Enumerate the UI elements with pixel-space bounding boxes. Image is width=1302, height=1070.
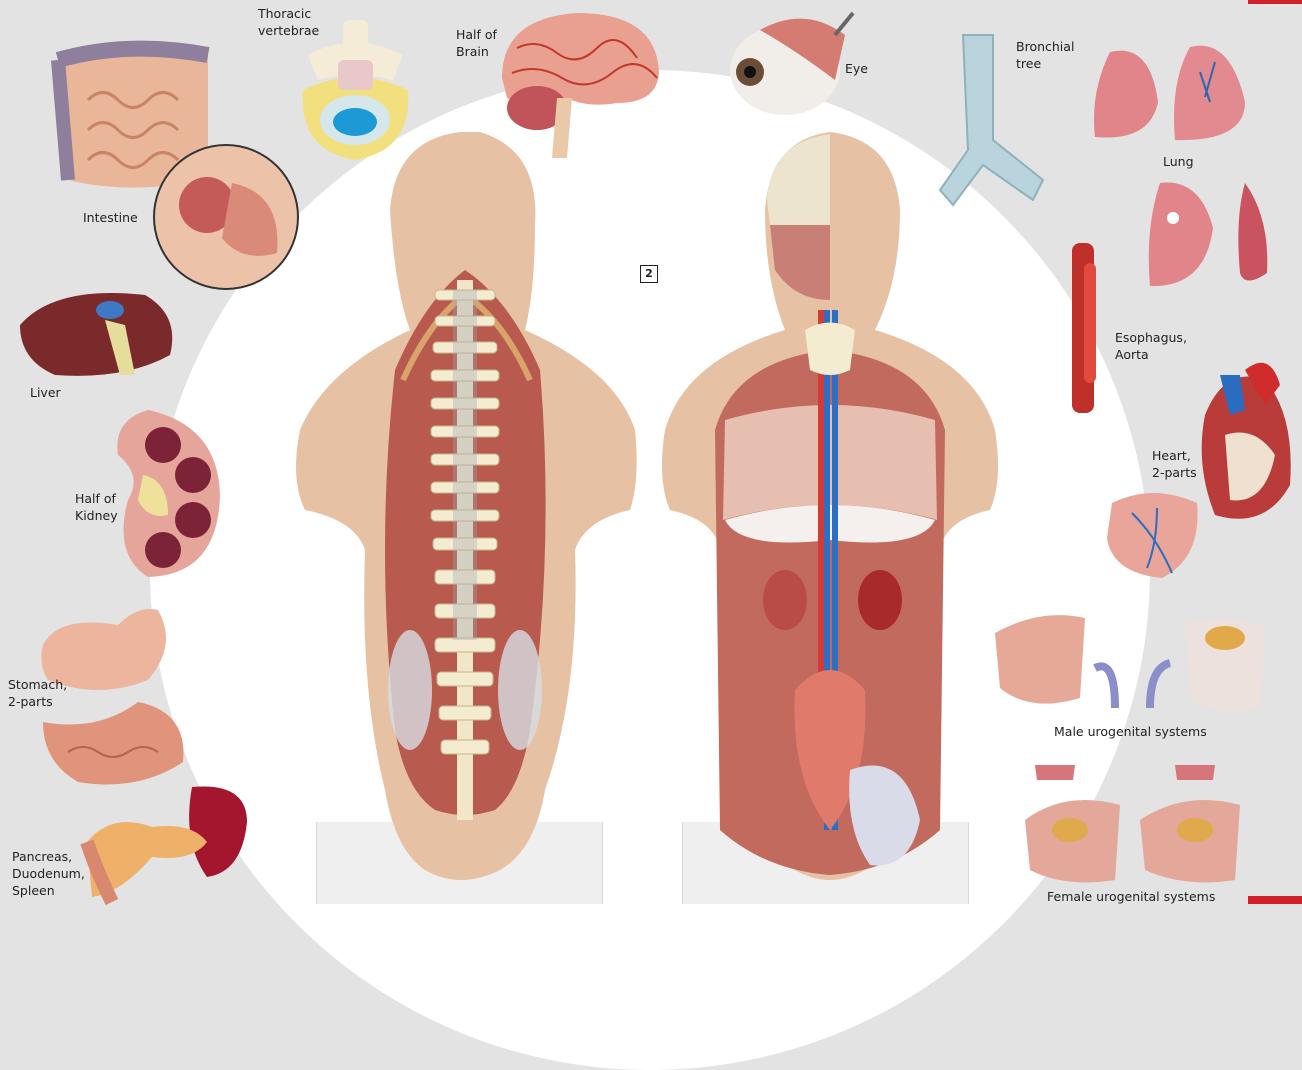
label-esophagus-aorta: Esophagus,Aorta (1115, 330, 1187, 362)
intestine-detail-lens (153, 144, 299, 290)
lung-inner-model (1148, 182, 1268, 287)
corner-accent-top (1248, 0, 1302, 4)
corner-accent-bottom (1248, 896, 1302, 904)
label-heart: Heart,2-parts (1152, 448, 1197, 480)
intestine-model (51, 40, 210, 188)
male-urogenital-model (995, 615, 1265, 712)
heart-model (1201, 362, 1291, 519)
stomach-upper-model (41, 609, 167, 690)
half-brain-model (502, 13, 659, 158)
esophagus-aorta-model (1072, 243, 1096, 413)
stomach-lower-model (43, 702, 184, 785)
torso-back-model (296, 132, 637, 880)
label-male-urogenital: Male urogenital systems (1054, 724, 1207, 739)
label-eye: Eye (845, 61, 868, 76)
heart-half-model (1107, 493, 1198, 578)
half-kidney-model (117, 410, 220, 577)
figure-number-badge: 2 (640, 265, 658, 283)
pancreas-model (80, 786, 247, 906)
torso-front-model (661, 132, 999, 880)
label-liver: Liver (30, 385, 61, 400)
thoracic-vertebrae-model (302, 20, 409, 160)
eye-model (730, 11, 855, 115)
bronchial-tree-model (938, 34, 1045, 207)
label-female-urogenital: Female urogenital systems (1047, 889, 1216, 904)
label-pancreas: Pancreas,Duodenum,Spleen (12, 849, 85, 898)
lung-model (1094, 45, 1245, 141)
liver-model (20, 293, 173, 376)
label-stomach: Stomach,2-parts (8, 677, 68, 709)
female-urogenital-model (1025, 765, 1240, 883)
label-intestine: Intestine (83, 210, 138, 225)
label-lung: Lung (1163, 154, 1194, 169)
